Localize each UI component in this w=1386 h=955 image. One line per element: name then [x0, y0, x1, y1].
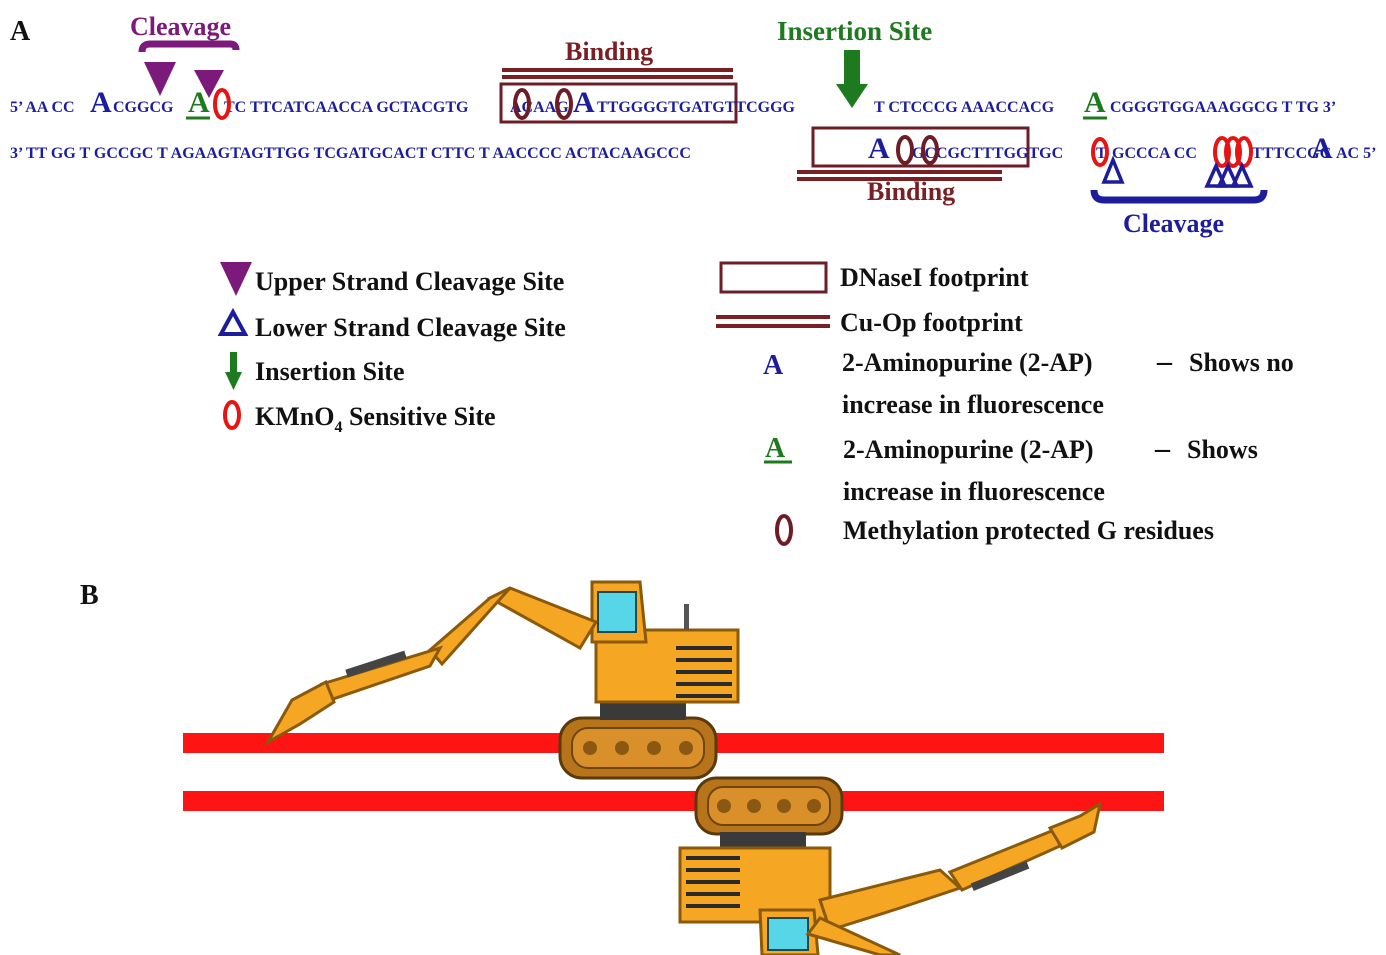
- legend-dnase-icon: [721, 263, 826, 292]
- excavator-upper-wheel-2: [615, 741, 629, 755]
- legend-2ap-no-icon: A: [763, 350, 784, 381]
- insertion-arrow-head: [836, 84, 868, 108]
- excavator-upper-boom: [490, 588, 596, 648]
- panel-b-label: B: [80, 580, 99, 611]
- legend-lower-cleavage-icon: [221, 312, 245, 334]
- legend-2ap-no-line2: increase in fluorescence: [842, 390, 1104, 419]
- legend-insertion-text: Insertion Site: [255, 357, 405, 386]
- panel-a-label: A: [10, 16, 31, 47]
- insertion-arrow-shaft: [844, 50, 860, 86]
- cleavage-lower-title: Cleavage: [1123, 209, 1224, 238]
- methylation-oval-lower-1: [898, 137, 912, 163]
- excavator-lower-boom: [820, 870, 960, 930]
- legend: Upper Strand Cleavage Site Lower Strand …: [220, 262, 1294, 545]
- excavator-upper-boom-joint: [430, 588, 510, 664]
- lower-2ap-no-2: A: [1311, 132, 1333, 165]
- excavator-lower-stick: [950, 830, 1060, 890]
- excavator-lower-wheel-3: [777, 799, 791, 813]
- dna-strand-lower: [183, 791, 1164, 811]
- upper-cleavage-triangle-1: [144, 62, 176, 96]
- lower-cleavage-triangle-1: [1104, 160, 1122, 182]
- legend-cuop-text: Cu-Op footprint: [840, 308, 1023, 337]
- upper-2ap-yes-1: A: [188, 86, 210, 119]
- excavator-upper-window: [598, 592, 636, 632]
- upper-seq-seg-6: T CTCCCG AAACCACG: [874, 99, 1055, 116]
- legend-2ap-yes-line1b: Shows: [1187, 435, 1258, 464]
- insertion-site-title: Insertion Site: [777, 16, 932, 46]
- upper-strand: 5’ AA CC A CGGCG A TC TTCATCAACCA GCTACG…: [10, 86, 1336, 119]
- excavator-lower-window: [768, 918, 808, 950]
- legend-2ap-yes-line2: increase in fluorescence: [843, 477, 1105, 506]
- upper-seq-seg-3: TC TTCATCAACCA GCTACGTG: [224, 99, 469, 116]
- upper-2ap-yes-2: A: [1084, 86, 1106, 119]
- upper-2ap-no-2: A: [573, 86, 595, 119]
- excavator-upper-stick: [322, 648, 440, 700]
- binding-upper-title: Binding: [565, 37, 653, 66]
- legend-2ap-yes-icon: A: [765, 433, 786, 464]
- upper-2ap-no-1: A: [90, 86, 112, 119]
- excavator-upper-wheel-3: [647, 741, 661, 755]
- legend-insertion-icon-shaft: [230, 352, 237, 374]
- cleavage-lower-bracket: [1094, 190, 1264, 200]
- upper-seq-seg-7: CGGGTGGAAAGGCG T TG 3’: [1110, 99, 1336, 116]
- legend-kmno4-text: KMnO4 Sensitive Site: [255, 402, 496, 436]
- excavator-upper-exhaust: [684, 604, 689, 630]
- legend-2ap-yes-line1: 2-Aminopurine (2-AP): [843, 435, 1094, 464]
- upper-seq-seg-1: 5’ AA CC: [10, 99, 75, 116]
- legend-methylation-text: Methylation protected G residues: [843, 516, 1214, 545]
- legend-2ap-yes-dash: –: [1154, 432, 1171, 465]
- legend-insertion-icon-head: [225, 372, 242, 390]
- legend-2ap-no-dash: –: [1156, 345, 1173, 378]
- lower-seq-seg-6: AC 5’: [1336, 145, 1376, 162]
- cleavage-upper-title: Cleavage: [130, 12, 231, 41]
- legend-upper-cleavage-text: Upper Strand Cleavage Site: [255, 267, 564, 296]
- upper-seq-seg-5: TTGGGGTGATGTTCGGG: [597, 99, 796, 116]
- legend-methylation-icon: [777, 516, 791, 544]
- lower-cleavage-triangle-4: [1233, 166, 1251, 186]
- excavator-upper-wheel-1: [583, 741, 597, 755]
- legend-2ap-no-line1b: Shows no: [1189, 348, 1294, 377]
- excavator-lower-wheel-4: [807, 799, 821, 813]
- excavator-upper-wheel-4: [679, 741, 693, 755]
- legend-2ap-no-line1: 2-Aminopurine (2-AP): [842, 348, 1093, 377]
- lower-2ap-no-1: A: [868, 132, 890, 165]
- lower-strand: 3’ TT GG T GCCGC T AGAAGTAGTTGG TCGATGCA…: [10, 132, 1376, 165]
- legend-dnase-text: DNaseI footprint: [840, 263, 1029, 292]
- legend-lower-cleavage-text: Lower Strand Cleavage Site: [255, 313, 566, 342]
- binding-lower-title: Binding: [867, 177, 955, 206]
- excavator-lower-wheel-1: [717, 799, 731, 813]
- lower-seq-seg-1: 3’ TT GG T GCCGC T AGAAGTAGTTGG TCGATGCA…: [10, 145, 691, 162]
- excavator-lower-wheel-2: [747, 799, 761, 813]
- upper-seq-seg-2: CGGCG: [113, 99, 174, 116]
- lower-seq-seg-4: GCCCA CC: [1112, 145, 1197, 162]
- legend-upper-cleavage-icon: [220, 262, 252, 296]
- legend-kmno4-icon: [225, 402, 239, 428]
- cleavage-upper-bracket: [142, 44, 236, 52]
